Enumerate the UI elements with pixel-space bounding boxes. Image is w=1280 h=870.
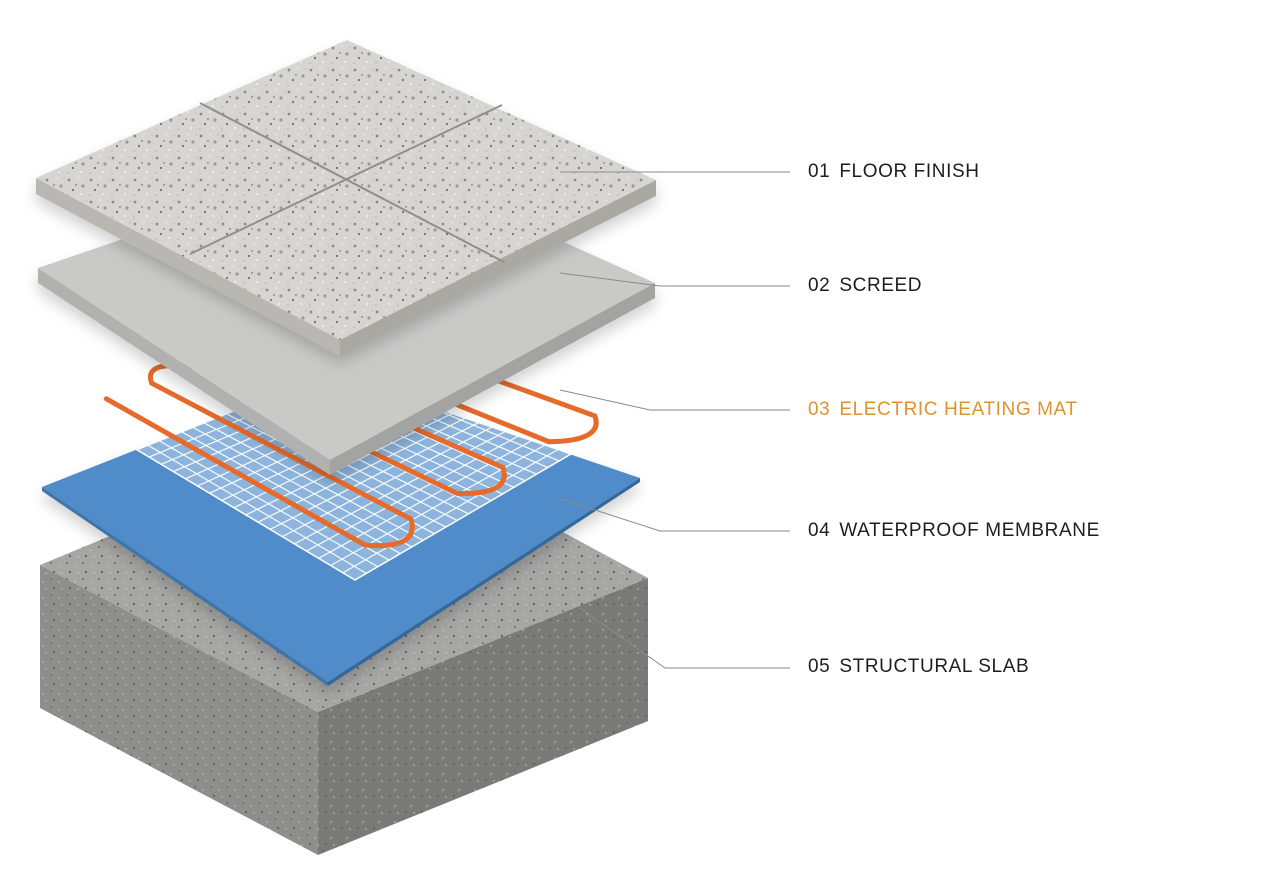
leader-line-membrane [554, 496, 790, 532]
mesh-strand [306, 390, 602, 552]
tile-grout-line [199, 102, 505, 263]
layer-label-screed: 02 SCREED [808, 274, 922, 298]
layer-number: 05 [808, 656, 831, 677]
layer-number: 04 [808, 520, 831, 541]
layer-label-electric-heating-mat: 03 ELECTRIC HEATING MAT [808, 398, 1078, 422]
layer-name: ELECTRIC HEATING MAT [839, 399, 1078, 420]
mesh-strand [269, 378, 565, 530]
mesh-strand [257, 374, 552, 523]
heating-cable-path [103, 318, 599, 549]
leader-line-screed [559, 272, 790, 287]
waterproof-membrane [42, 373, 640, 686]
mesh-strand [330, 399, 626, 567]
layer-label-waterproof-membrane: 04 WATERPROOF MEMBRANE [808, 519, 1100, 543]
mesh-strand [318, 395, 614, 559]
layer-number: 02 [808, 275, 831, 296]
leader-lines [554, 171, 790, 669]
layer-name: SCREED [839, 275, 923, 296]
layer-label-structural-slab: 05 STRUCTURAL SLAB [808, 655, 1029, 679]
layer-number: 01 [808, 161, 831, 182]
layer-name: WATERPROOF MEMBRANE [839, 520, 1100, 541]
tile-grout-line [189, 104, 503, 255]
layer-number: 03 [808, 399, 831, 420]
heating-cable [103, 318, 599, 549]
leader-line-slab [579, 607, 790, 669]
mesh-strand [294, 386, 589, 545]
floor-finish-tiles [36, 40, 656, 356]
layer-name: STRUCTURAL SLAB [839, 656, 1030, 677]
mesh-strand [245, 370, 540, 516]
layer-name: FLOOR FINISH [839, 161, 980, 182]
layer-label-floor-finish: 01 FLOOR FINISH [808, 160, 980, 184]
leader-line-heating-mat [559, 389, 790, 411]
mesh-strand [282, 382, 577, 538]
